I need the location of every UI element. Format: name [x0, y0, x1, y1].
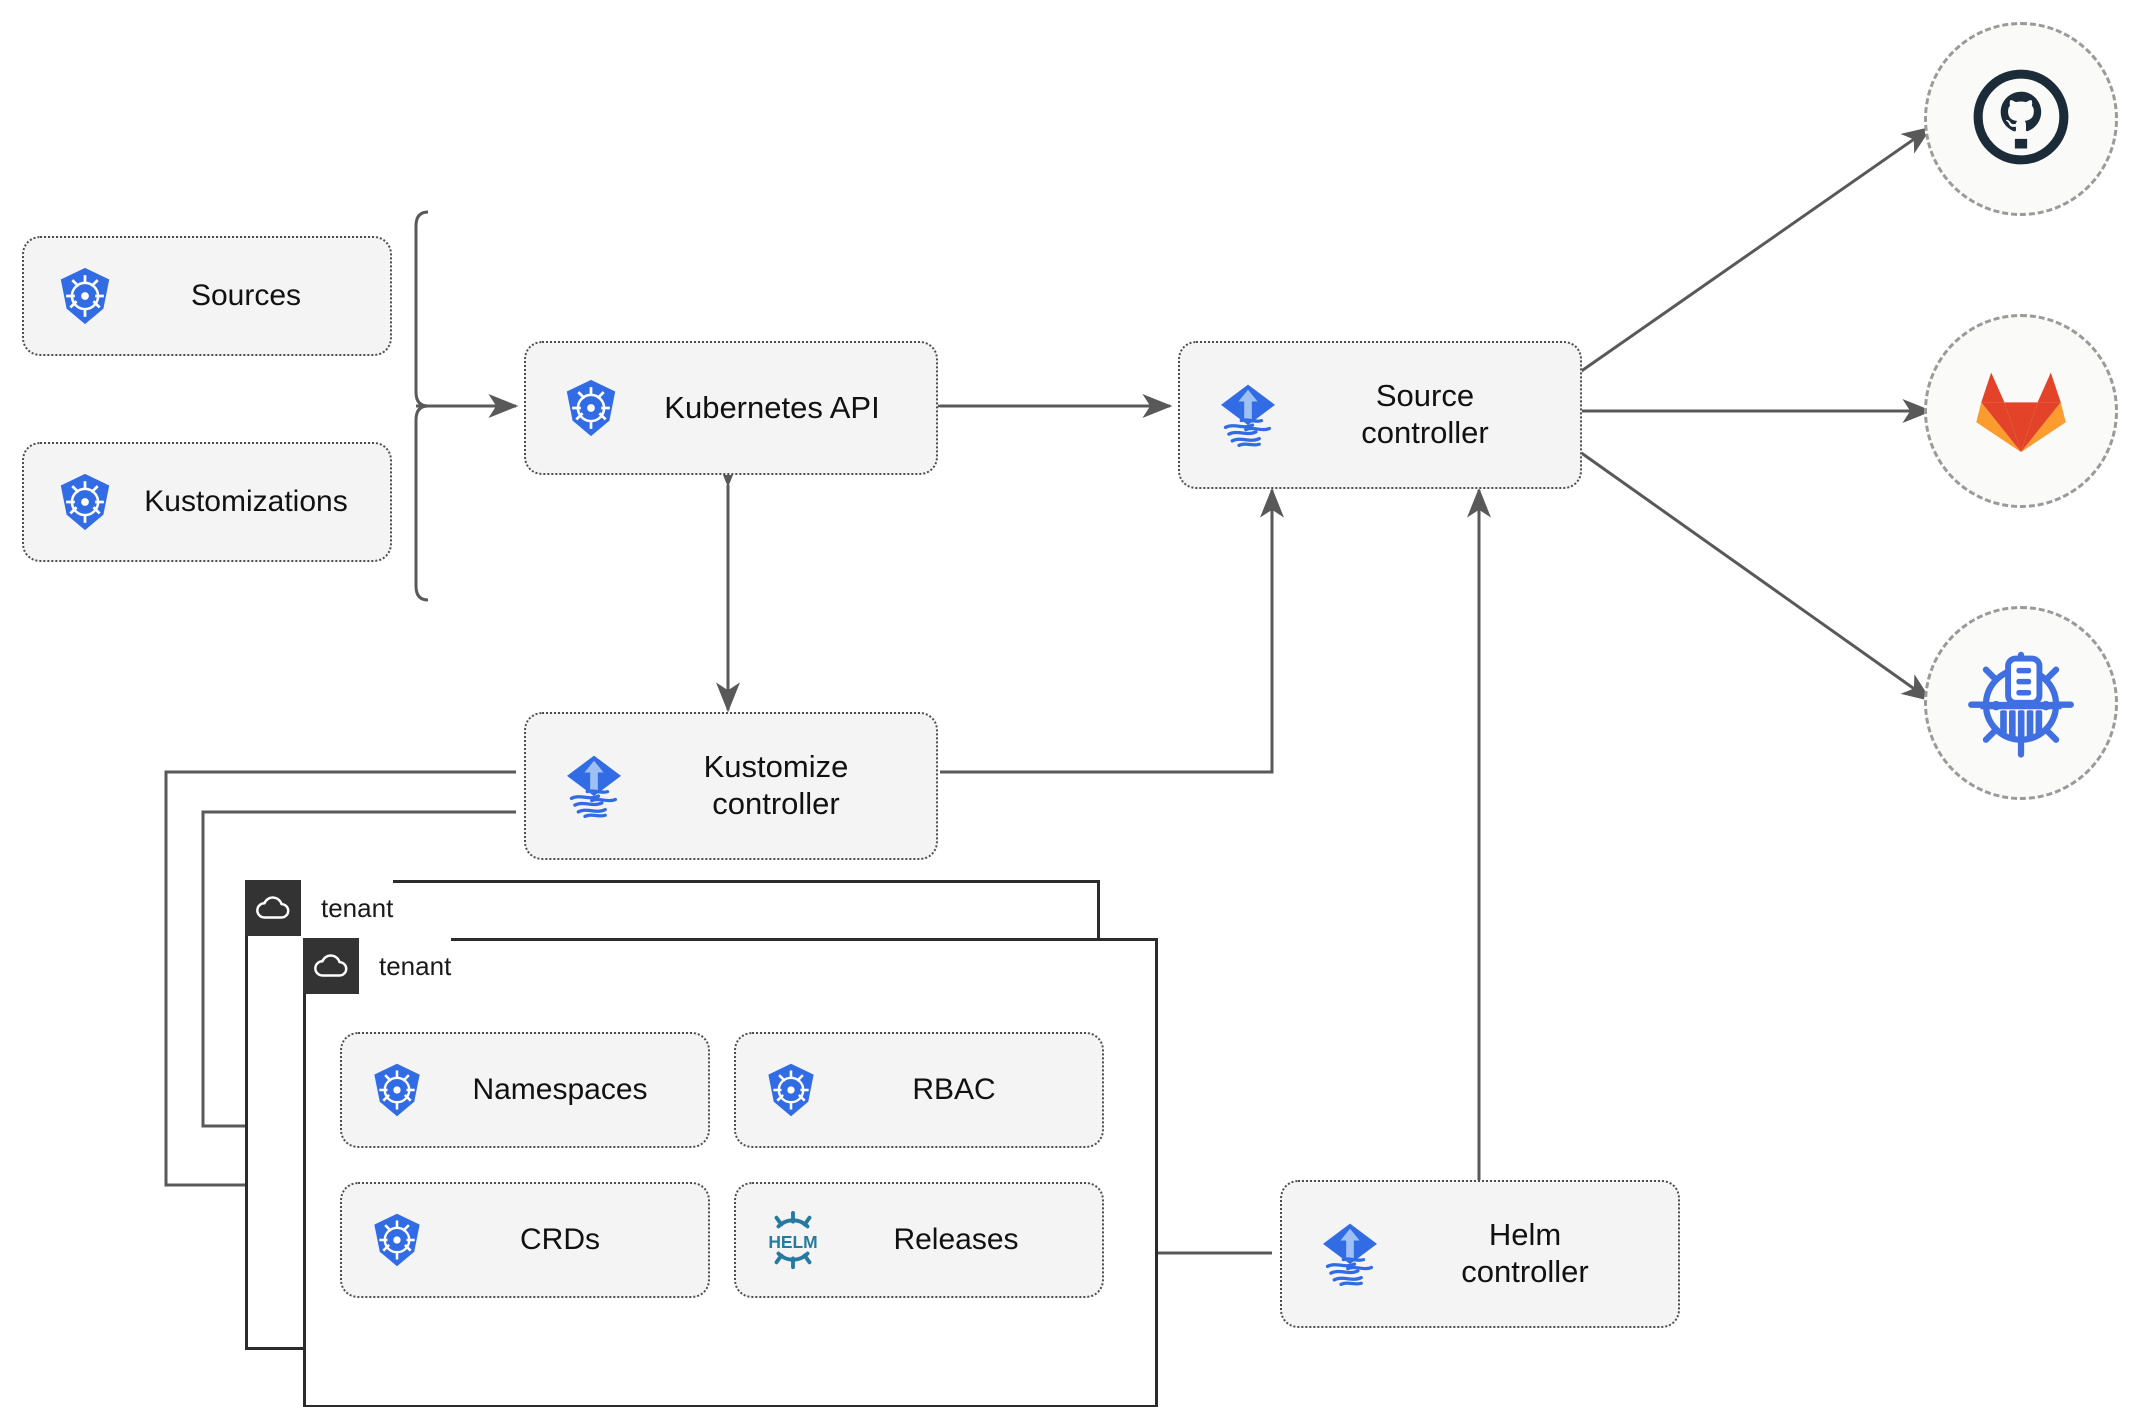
- node-releases[interactable]: HELM Releases: [734, 1182, 1104, 1298]
- svg-text:HELM: HELM: [768, 1232, 817, 1252]
- cloud-icon: [303, 938, 359, 994]
- provider-gitlab[interactable]: [1924, 314, 2118, 508]
- node-kubernetes-api[interactable]: Kubernetes API: [524, 341, 938, 475]
- kubernetes-icon: [54, 471, 116, 533]
- node-label: RBAC: [912, 1073, 996, 1107]
- node-label: Source controller: [1361, 378, 1489, 450]
- node-label: Sources: [190, 279, 302, 313]
- node-rbac[interactable]: RBAC: [734, 1032, 1104, 1148]
- node-sources[interactable]: Sources: [22, 236, 392, 356]
- flux-icon: [558, 750, 630, 822]
- wire-sourcecontroller-to-helmrepo: [1579, 450, 1932, 702]
- node-kustomize-controller[interactable]: Kustomize controller: [524, 712, 938, 860]
- helm-repository-icon: [1962, 642, 2080, 765]
- kubernetes-icon: [368, 1061, 426, 1119]
- node-namespaces[interactable]: Namespaces: [340, 1032, 710, 1148]
- tenant-label: tenant: [359, 938, 452, 994]
- kubernetes-icon: [762, 1061, 820, 1119]
- node-label: Helm controller: [1461, 1217, 1589, 1289]
- flux-icon: [1212, 379, 1284, 451]
- node-label: Kustomize controller: [703, 749, 849, 821]
- kubernetes-icon: [54, 265, 116, 327]
- flux-icon: [1314, 1218, 1386, 1290]
- kubernetes-icon: [368, 1211, 426, 1269]
- wire-kustomizations-bracket: [414, 404, 429, 602]
- node-label: Namespaces: [472, 1073, 648, 1107]
- node-crds[interactable]: CRDs: [340, 1182, 710, 1298]
- wire-sources-bracket: [414, 210, 429, 408]
- node-source-controller[interactable]: Source controller: [1178, 341, 1582, 489]
- github-icon: [1965, 61, 2077, 178]
- node-helm-controller[interactable]: Helm controller: [1280, 1180, 1680, 1328]
- tenant-header: tenant: [245, 880, 394, 936]
- node-kustomizations[interactable]: Kustomizations: [22, 442, 392, 562]
- kubernetes-icon: [560, 377, 622, 439]
- wire-sourcecontroller-to-github: [1579, 126, 1932, 374]
- provider-github[interactable]: [1924, 22, 2118, 216]
- gitlab-icon: [1968, 359, 2074, 464]
- node-label: Releases: [893, 1223, 1019, 1257]
- wire-kustomizecontroller-to-sourcecontroller: [940, 487, 1284, 774]
- tenant-inner[interactable]: tenant: [303, 938, 1158, 1407]
- tenant-label: tenant: [301, 880, 394, 936]
- cloud-icon: [245, 880, 301, 936]
- provider-helm-repository[interactable]: [1924, 606, 2118, 800]
- tenant-header: tenant: [303, 938, 452, 994]
- node-label: Kubernetes API: [664, 389, 880, 425]
- node-label: CRDs: [520, 1223, 600, 1257]
- node-label: Kustomizations: [144, 485, 348, 519]
- helm-icon: HELM: [762, 1209, 824, 1271]
